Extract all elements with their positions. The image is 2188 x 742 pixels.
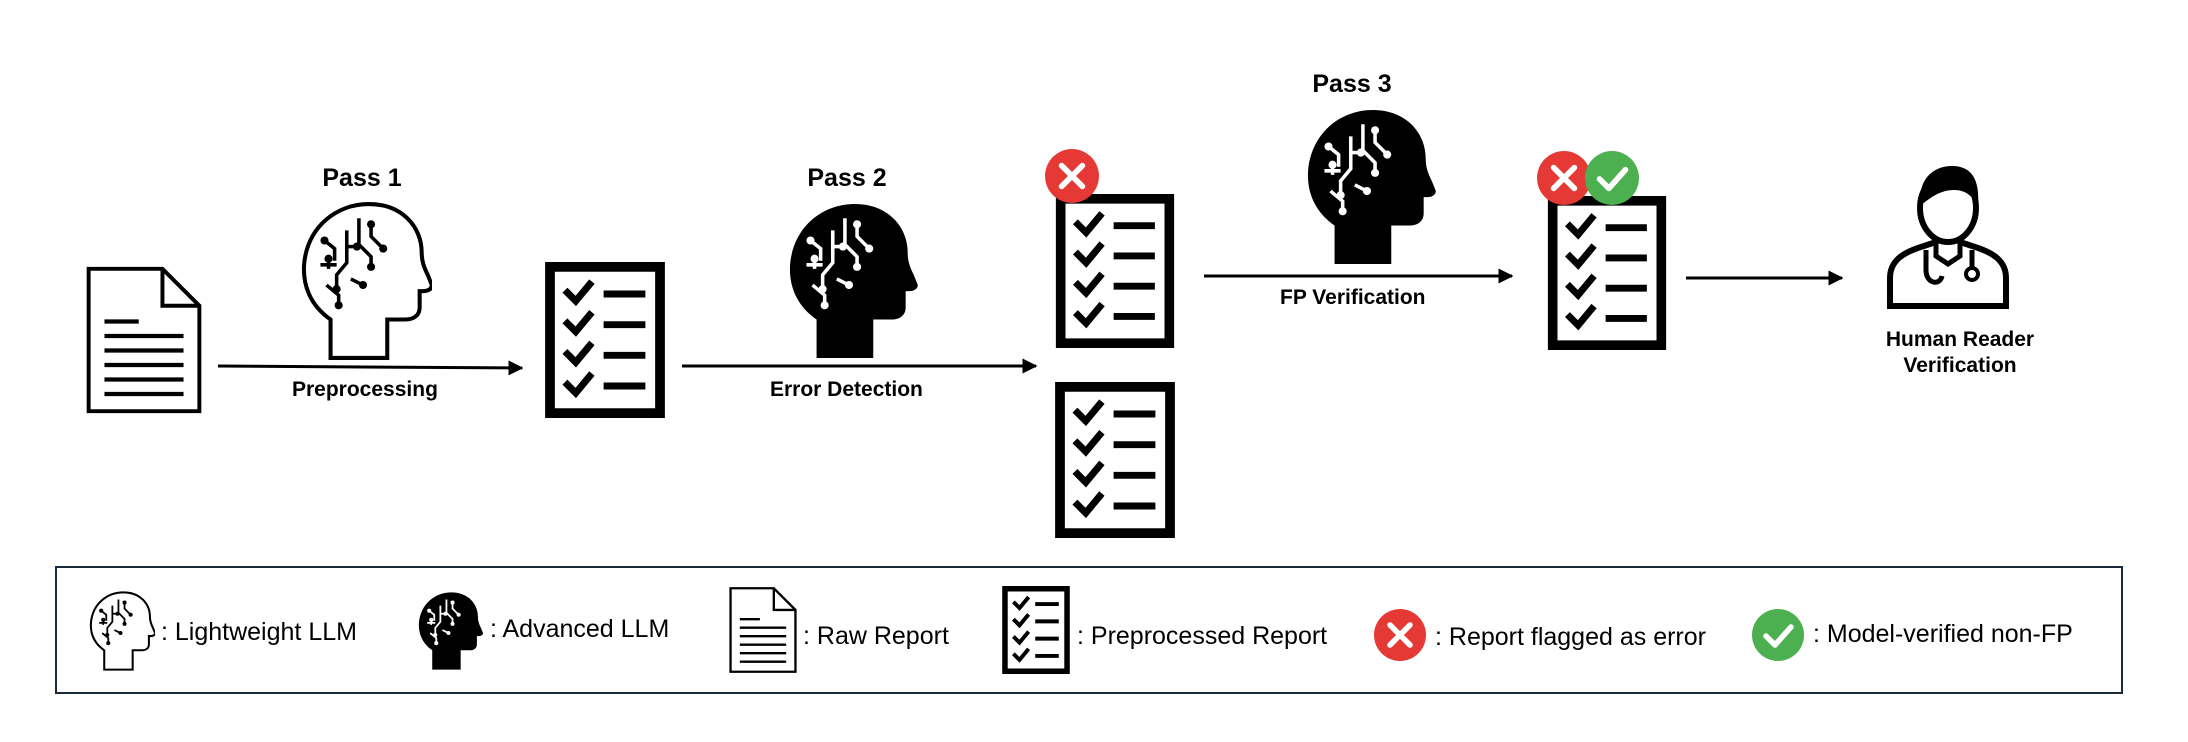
- legend-raw-report: : Raw Report: [803, 622, 949, 650]
- x-circle-legend-icon: [1373, 608, 1427, 662]
- verified-report-icon: [1546, 196, 1668, 350]
- advanced-llm-head-icon-pass3: [1306, 108, 1436, 266]
- check-circle-icon: [1584, 150, 1640, 206]
- legend-box: : Lightweight LLM : Advanced LLM : Raw R…: [55, 566, 2123, 694]
- unflagged-report-icon: [1054, 382, 1176, 538]
- error-detection-label: Error Detection: [770, 378, 923, 401]
- doctor-icon: [1887, 166, 2009, 309]
- preprocessing-label: Preprocessing: [292, 378, 438, 401]
- flagged-report-icon: [1054, 194, 1176, 348]
- legend-flagged: : Report flagged as error: [1435, 623, 1706, 651]
- legend-preprocessed-report: : Preprocessed Report: [1077, 622, 1328, 650]
- fp-verification-label: FP Verification: [1280, 286, 1426, 309]
- human-reader-label-line2: Verification: [1903, 354, 2017, 377]
- preprocessed-report-legend-icon: [1002, 586, 1070, 674]
- advanced-llm-head-icon-pass2: [788, 202, 918, 360]
- pass2-title: Pass 2: [807, 164, 887, 192]
- x-circle-icon: [1044, 148, 1100, 204]
- raw-report-legend-icon: [729, 587, 797, 673]
- legend-lightweight-llm: : Lightweight LLM: [161, 618, 357, 646]
- check-circle-legend-icon: [1751, 608, 1805, 662]
- pass3-title: Pass 3: [1312, 70, 1392, 98]
- advanced-llm-legend-icon: [417, 591, 483, 671]
- preprocessed-report-icon: [544, 262, 666, 418]
- pass1-title: Pass 1: [322, 164, 402, 192]
- legend-advanced-llm: : Advanced LLM: [490, 615, 670, 643]
- lightweight-llm-legend-icon: [89, 591, 155, 671]
- legend-verified: : Model-verified non-FP: [1813, 620, 2073, 648]
- human-reader-label-line1: Human Reader: [1885, 328, 2035, 351]
